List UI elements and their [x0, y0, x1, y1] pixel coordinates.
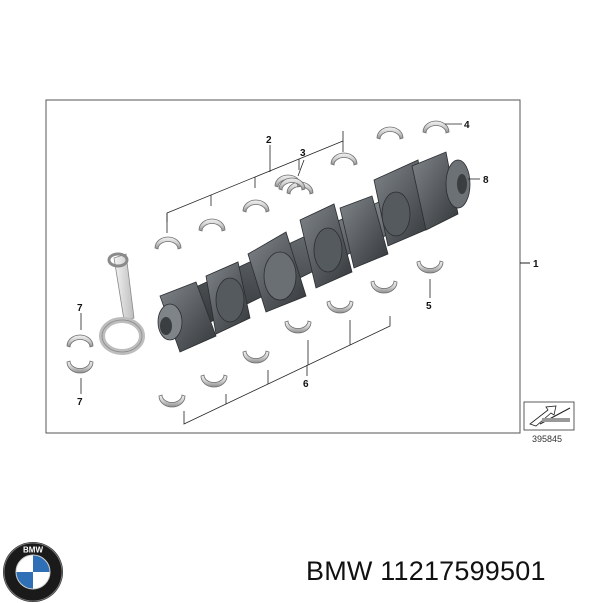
part-number: 11217599501 — [380, 556, 546, 586]
callout-6: 6 — [303, 379, 309, 390]
brand-name: BMW — [306, 556, 373, 586]
conrod-bearings — [66, 334, 94, 374]
callout-7-top: 7 — [77, 303, 83, 314]
view-direction-box — [523, 401, 575, 431]
crankshaft — [157, 151, 471, 353]
bracket-upper-bearings — [166, 131, 344, 233]
callout-8: 8 — [483, 175, 489, 186]
connecting-rod — [99, 252, 145, 355]
callout-4: 4 — [464, 120, 470, 131]
callout-5: 5 — [426, 301, 432, 312]
bmw-logo: BMW — [3, 542, 63, 602]
callout-2: 2 — [266, 135, 272, 146]
callout-7-bottom: 7 — [77, 397, 83, 408]
part-caption: BMW 11217599501 — [306, 556, 546, 587]
lower-main-bearings — [158, 350, 270, 408]
leader-line-3 — [297, 159, 305, 177]
callout-3: 3 — [300, 148, 306, 159]
callout-1: 1 — [533, 259, 539, 270]
diagram-frame — [45, 99, 521, 434]
logo-letters: BMW — [23, 546, 43, 555]
bracket-lower-bearings — [183, 316, 391, 425]
reference-number: 395845 — [532, 434, 562, 444]
